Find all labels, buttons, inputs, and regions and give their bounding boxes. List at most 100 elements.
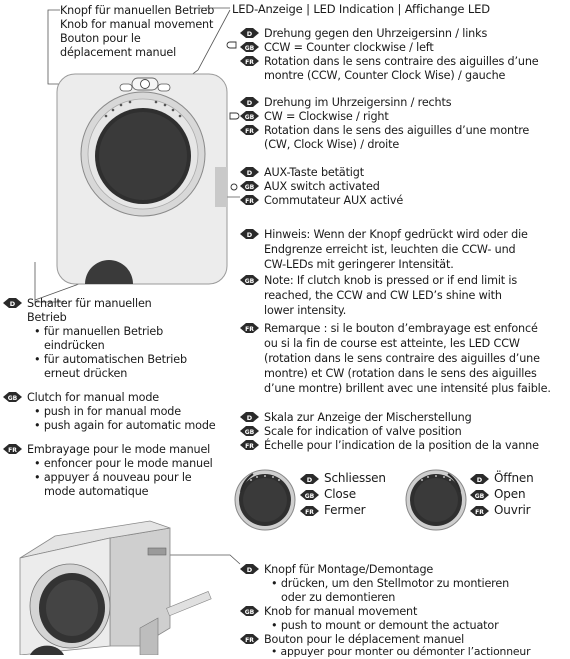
svg-text:D: D bbox=[247, 566, 253, 574]
clutch-de-6: erneut drücken bbox=[44, 367, 128, 380]
cw-fr-2: (CW, Clock Wise) / droite bbox=[264, 138, 400, 151]
knob-label-gb: Knob for manual movement bbox=[60, 18, 214, 31]
knob-label-fr-1: Bouton pour le bbox=[60, 32, 141, 45]
clutch-de-3: • für manuellen Betrieb bbox=[34, 325, 164, 338]
badge-fr: FR bbox=[3, 444, 22, 454]
svg-text:FR: FR bbox=[245, 637, 254, 644]
badge-gb: GB bbox=[470, 490, 489, 500]
badge-de: D bbox=[300, 474, 319, 484]
badge-de: D bbox=[240, 167, 259, 177]
knob-close-icon bbox=[234, 469, 296, 531]
svg-text:GB: GB bbox=[8, 395, 18, 402]
clutch-gb-2: • push in for manual mode bbox=[34, 405, 181, 418]
badge-gb: GB bbox=[3, 392, 22, 402]
ccw-fr-2: montre (CCW, Counter Clock Wise) / gauch… bbox=[264, 69, 506, 82]
aux-de: AUX-Taste betätigt bbox=[264, 166, 364, 179]
close-gb: Close bbox=[324, 487, 356, 501]
svg-text:FR: FR bbox=[8, 447, 17, 454]
svg-text:FR: FR bbox=[305, 509, 314, 516]
svg-text:FR: FR bbox=[245, 326, 254, 333]
clutch-de-5: • für automatischen Betrieb bbox=[34, 353, 187, 366]
note-fr-3: (rotation dans le sens contraire des aig… bbox=[264, 352, 540, 365]
clutch-de-1: Schalter für manuellen bbox=[27, 297, 152, 310]
cw-de: Drehung im Uhrzeigersinn / rechts bbox=[264, 96, 452, 109]
badge-gb: GB bbox=[240, 275, 259, 285]
svg-text:FR: FR bbox=[475, 509, 484, 516]
mount-fr-1: Bouton pour le déplacement manuel bbox=[264, 633, 465, 646]
mount-gb-1: Knob for manual movement bbox=[264, 605, 418, 618]
scale-fr: Échelle pour l’indication de la position… bbox=[264, 439, 539, 452]
ccw-fr-1: Rotation dans le sens contraire des aigu… bbox=[264, 55, 539, 68]
close-fr: Fermer bbox=[324, 503, 366, 517]
clutch-gb-1: Clutch for manual mode bbox=[27, 391, 160, 404]
badge-gb: GB bbox=[240, 606, 259, 616]
ccw-gb: CCW = Counter clockwise / left bbox=[264, 41, 434, 54]
badge-gb: GB bbox=[240, 181, 259, 191]
ccw-led-icon bbox=[226, 40, 238, 53]
badge-de: D bbox=[240, 229, 259, 239]
svg-text:GB: GB bbox=[245, 45, 255, 52]
badge-gb: GB bbox=[240, 111, 259, 121]
svg-text:D: D bbox=[307, 476, 313, 484]
svg-text:GB: GB bbox=[245, 609, 255, 616]
badge-gb: GB bbox=[300, 490, 319, 500]
note-fr-1: Remarque : si le bouton d’embrayage est … bbox=[264, 322, 538, 335]
scale-gb: Scale for indication of valve position bbox=[264, 425, 462, 438]
led-cluster bbox=[119, 77, 171, 92]
badge-gb: GB bbox=[240, 426, 259, 436]
knob-open-icon bbox=[405, 469, 467, 531]
actuator-front-view bbox=[56, 73, 228, 285]
note-fr-2: ou si la fin de course est atteinte, les… bbox=[264, 337, 520, 350]
knob-label-de: Knopf für manuellen Betrieb bbox=[60, 4, 215, 17]
aux-fr: Commutateur AUX activé bbox=[264, 194, 404, 207]
svg-text:FR: FR bbox=[245, 59, 254, 66]
note-gb-1: Note: If clutch knob is pressed or if en… bbox=[264, 274, 518, 287]
badge-fr: FR bbox=[240, 56, 259, 66]
badge-fr: FR bbox=[470, 506, 489, 516]
mount-fr-2: • appuyer pour monter ou démonter l’acti… bbox=[271, 645, 531, 658]
badge-de: D bbox=[240, 97, 259, 107]
close-de: Schliessen bbox=[324, 471, 386, 485]
badge-fr: FR bbox=[240, 440, 259, 450]
mount-de-3: oder zu demontieren bbox=[281, 591, 396, 604]
note-gb-3: lower intensity. bbox=[264, 304, 347, 317]
badge-fr: FR bbox=[300, 506, 319, 516]
svg-text:D: D bbox=[247, 30, 253, 38]
clutch-fr-1: Embrayage pour le mode manuel bbox=[27, 443, 211, 456]
clutch-de-2: Betrieb bbox=[27, 311, 67, 324]
mount-de-1: Knopf für Montage/Demontage bbox=[264, 563, 434, 576]
note-de-2: Endgrenze erreicht ist, leuchten die CCW… bbox=[264, 243, 516, 256]
svg-text:D: D bbox=[247, 231, 253, 239]
svg-text:D: D bbox=[247, 99, 253, 107]
clutch-fr-2: • enfoncer pour le mode manuel bbox=[34, 457, 213, 470]
note-gb-2: reached, the CCW and CW LED’s shine with bbox=[264, 289, 502, 302]
cw-gb: CW = Clockwise / right bbox=[264, 110, 389, 123]
svg-text:GB: GB bbox=[475, 493, 485, 500]
actuator-3d-view bbox=[19, 520, 212, 655]
badge-de: D bbox=[470, 474, 489, 484]
badge-de: D bbox=[3, 298, 22, 308]
clutch-fr-3: • appuyer á nouveau pour le bbox=[34, 471, 192, 484]
cw-fr-1: Rotation dans le sens des aiguilles d’un… bbox=[264, 124, 530, 137]
open-de: Öffnen bbox=[494, 471, 534, 485]
knob-label-fr-2: déplacement manuel bbox=[60, 46, 177, 59]
svg-text:GB: GB bbox=[305, 493, 315, 500]
svg-text:D: D bbox=[247, 169, 253, 177]
svg-text:GB: GB bbox=[245, 278, 255, 285]
ccw-de: Drehung gegen den Uhrzeigersinn / links bbox=[264, 27, 488, 40]
badge-fr: FR bbox=[240, 125, 259, 135]
badge-fr: FR bbox=[240, 323, 259, 333]
badge-de: D bbox=[240, 412, 259, 422]
svg-text:FR: FR bbox=[245, 128, 254, 135]
note-fr-5: d’une montre) brillent avec une intensit… bbox=[264, 382, 551, 395]
clutch-fr-4: mode automatique bbox=[44, 485, 149, 498]
clutch-gb-3: • push again for automatic mode bbox=[34, 419, 216, 432]
mount-de-2: • drücken, um den Stellmotor zu montiere… bbox=[271, 577, 510, 590]
svg-text:GB: GB bbox=[245, 114, 255, 121]
clutch-de-4: eindrücken bbox=[44, 339, 105, 352]
svg-text:D: D bbox=[10, 300, 16, 308]
badge-fr: FR bbox=[240, 634, 259, 644]
aux-led-icon bbox=[229, 182, 239, 195]
badge-de: D bbox=[240, 28, 259, 38]
svg-text:D: D bbox=[247, 414, 253, 422]
